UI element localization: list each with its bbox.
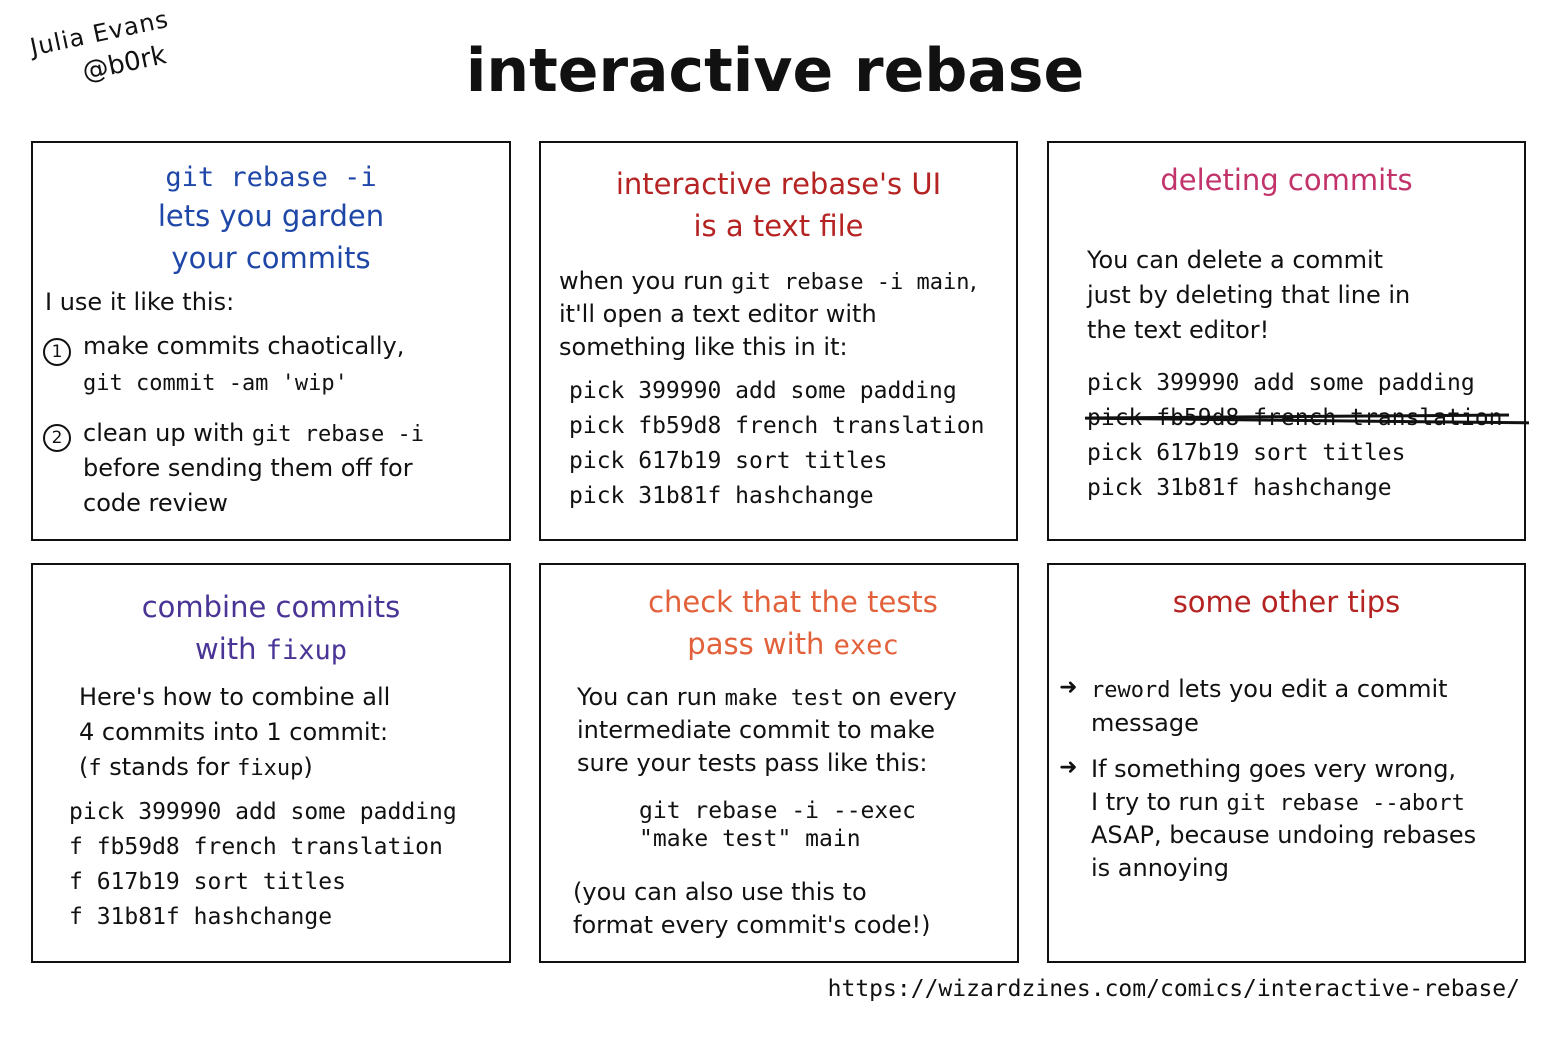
- body-line: You can run make test on every: [577, 680, 957, 716]
- body-text: You can run: [577, 683, 718, 711]
- body-line: 4 commits into 1 commit:: [79, 718, 389, 746]
- body-line: when you run git rebase -i main,: [559, 264, 977, 300]
- step-1-text: make commits chaotically,: [83, 332, 405, 360]
- step-2-line: code review: [83, 489, 228, 517]
- title-command: fixup: [265, 635, 348, 666]
- tip-line: I try to run git rebase --abort: [1091, 785, 1465, 821]
- body-line: the text editor!: [1087, 316, 1270, 344]
- code-line: pick 399990 add some padding: [569, 378, 957, 404]
- code-line: git rebase -i --exec: [639, 798, 916, 824]
- code-line: "make test" main: [639, 826, 861, 852]
- panel-title-line: combine commits: [141, 590, 401, 624]
- inline-command: f: [88, 756, 102, 781]
- panel-title-line: interactive rebase's UI: [615, 167, 942, 201]
- inline-command: make test: [724, 686, 844, 711]
- inline-command: git rebase -i main: [731, 270, 970, 295]
- tip-text: I try to run: [1091, 788, 1219, 816]
- title-command: exec: [833, 630, 899, 661]
- inline-command: git rebase --abort: [1226, 791, 1465, 816]
- body-text: stands for: [101, 753, 238, 781]
- panel-title-line: your commits: [171, 241, 371, 275]
- panel-garden-commits: git rebase -i lets you garden your commi…: [31, 141, 511, 541]
- panel-title-line: lets you garden: [157, 199, 385, 233]
- body-text: (: [79, 753, 89, 781]
- code-line: pick 31b81f hashchange: [1087, 475, 1392, 501]
- panel-title-line: check that the tests: [648, 585, 938, 619]
- body-line: something like this in it:: [559, 333, 848, 361]
- arrow-right-icon: ➜: [1059, 675, 1078, 700]
- code-line: pick fb59d8 french translation: [569, 413, 985, 439]
- tip-text: lets you edit a commit: [1178, 675, 1448, 703]
- step-2-command: git rebase -i: [251, 422, 424, 447]
- step-number-2: 2: [43, 424, 71, 452]
- code-line: pick 31b81f hashchange: [569, 483, 874, 509]
- step-1-command: git commit -am 'wip': [83, 371, 348, 396]
- inline-command: reword: [1091, 678, 1171, 703]
- tip-line: message: [1091, 709, 1199, 737]
- body-line: sure your tests pass like this:: [577, 749, 928, 777]
- panel-other-tips: some other tips ➜ reword lets you edit a…: [1047, 563, 1526, 963]
- code-line: f 31b81f hashchange: [69, 904, 333, 930]
- panel-title-line: with fixup: [33, 628, 509, 672]
- panel-title-line: pass with exec: [541, 623, 1017, 667]
- body-line: You can delete a commit: [1087, 246, 1384, 274]
- body-text: ): [303, 753, 313, 781]
- body-line: just by deleting that line in: [1087, 281, 1411, 309]
- panel-title: some other tips: [1172, 585, 1401, 619]
- panel-combine-commits: combine commits with fixup Here's how to…: [31, 563, 511, 963]
- source-url: https://wizardzines.com/comics/interacti…: [827, 976, 1520, 1002]
- body-text: on every: [851, 683, 957, 711]
- code-line: f 617b19 sort titles: [69, 869, 346, 895]
- panel-deleting-commits: deleting commits You can delete a commit…: [1047, 141, 1530, 541]
- arrow-right-icon: ➜: [1059, 755, 1078, 780]
- step-2-label: clean up with: [83, 419, 245, 447]
- code-line: pick 399990 add some padding: [1087, 370, 1475, 396]
- step-2-line: before sending them off for: [83, 454, 413, 482]
- body-line: Here's how to combine all: [79, 683, 391, 711]
- panel-title-command: git rebase -i: [165, 162, 377, 193]
- code-line: pick 399990 add some padding: [69, 799, 457, 825]
- tip-line: reword lets you edit a commit: [1091, 672, 1448, 708]
- title-text: with: [194, 632, 257, 666]
- tip-line: ASAP, because undoing rebases: [1091, 821, 1477, 849]
- page-title: interactive rebase: [465, 36, 1085, 106]
- panel-title: deleting commits: [1160, 163, 1413, 197]
- panel-exec-tests: check that the tests pass with exec You …: [539, 563, 1019, 963]
- panel-text-file-ui: interactive rebase's UI is a text file w…: [539, 141, 1018, 541]
- inline-command: fixup: [237, 756, 304, 781]
- body-line: it'll open a text editor with: [559, 300, 877, 328]
- step-2-text: clean up with git rebase -i: [83, 416, 424, 452]
- title-text: pass with: [687, 627, 825, 661]
- code-line: pick 617b19 sort titles: [569, 448, 888, 474]
- code-line: f fb59d8 french translation: [69, 834, 443, 860]
- body-text: ,: [969, 267, 978, 295]
- note-line: format every commit's code!): [573, 911, 931, 939]
- tip-line: is annoying: [1091, 854, 1229, 882]
- intro-text: I use it like this:: [45, 288, 235, 316]
- step-number-1: 1: [43, 338, 71, 366]
- panel-title-line: is a text file: [693, 209, 864, 243]
- code-line: pick 617b19 sort titles: [1087, 440, 1406, 466]
- body-line: intermediate commit to make: [577, 716, 936, 744]
- body-line: (f stands for fixup): [79, 750, 313, 786]
- body-text: when you run: [559, 267, 724, 295]
- note-line: (you can also use this to: [573, 878, 867, 906]
- tip-line: If something goes very wrong,: [1091, 755, 1457, 783]
